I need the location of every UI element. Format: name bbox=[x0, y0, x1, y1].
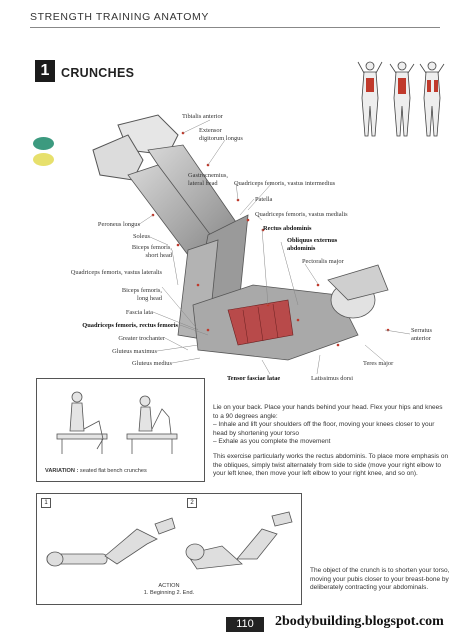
variation-caption: VARIATION : seated flat bench crunches bbox=[45, 468, 147, 475]
crunch-action-illustration bbox=[46, 511, 293, 570]
variation-figure-box: VARIATION : seated flat bench crunches bbox=[36, 378, 205, 482]
label-pectoralis: Pectoralis major bbox=[302, 258, 344, 265]
action-title: ACTION bbox=[158, 583, 180, 589]
label-rectus-abdominis: Rectus abdominis bbox=[263, 225, 312, 232]
label-quad-lateralis: Quadriceps femoris, vastus lateralis bbox=[70, 269, 162, 276]
watermark: 2bodybuilding.blogspot.com bbox=[275, 614, 444, 629]
action-caption: 1. Beginning 2. End. bbox=[143, 590, 195, 596]
variation-caption-text: seated flat bench crunches bbox=[78, 468, 147, 474]
label-obliquus: Obliquus externus abdominis bbox=[287, 237, 338, 252]
label-biceps-short: Biceps femoris, short head bbox=[131, 244, 172, 259]
label-latissimus: Latissimus dorsi bbox=[311, 375, 354, 382]
label-tensor-fasciae: Tensor fasciae latae bbox=[227, 375, 281, 382]
step-1-badge: 1 bbox=[41, 498, 51, 508]
label-fascia-lata: Fascia lata bbox=[125, 309, 153, 316]
variation-caption-bold: VARIATION : bbox=[45, 468, 79, 474]
label-quad-intermedius: Quadriceps femoris, vastus intermedius bbox=[234, 180, 336, 187]
instructions-bullet-2: – Exhale as you complete the movement bbox=[213, 438, 331, 446]
label-gastrocnemius: Gastrocnemius, lateral head bbox=[188, 172, 228, 187]
label-quad-medialis: Quadriceps femoris, vastus medialis bbox=[255, 211, 348, 218]
running-header: STRENGTH TRAINING ANATOMY bbox=[30, 11, 209, 23]
header-rule bbox=[30, 27, 440, 28]
instructions-text: Lie on your back. Place your hands behin… bbox=[213, 404, 449, 479]
action-figure-box: 1 2 ACTION 1. Beginning 2. End. bbox=[36, 493, 302, 605]
seated-bench-crunch-illustration bbox=[56, 391, 178, 454]
label-peroneus: Peroneus longus bbox=[97, 221, 140, 228]
chapter-title: CRUNCHES bbox=[61, 66, 135, 80]
label-teres-major: Teres major bbox=[363, 360, 394, 367]
label-tibialis-anterior: Tibialis anterior bbox=[182, 113, 223, 120]
step-2-badge: 2 bbox=[187, 498, 197, 508]
label-gluteus-maximus: Gluteus maximus bbox=[112, 348, 157, 355]
label-patella: Patella bbox=[255, 196, 273, 203]
instructions-bullet-1: – Inhale and lift your shoulders off the… bbox=[213, 421, 435, 437]
crunch-anatomy-illustration bbox=[92, 114, 390, 361]
label-extensor-digitorum: Extensor digitorum longus bbox=[199, 127, 243, 142]
emphasis-paragraph: This exercise particularly works the rec… bbox=[213, 452, 449, 478]
objective-paragraph: The object of the crunch is to shorten y… bbox=[310, 567, 450, 592]
green-marker-icon bbox=[33, 137, 54, 150]
label-biceps-long: Biceps femoris, long head bbox=[121, 287, 162, 302]
chapter-number: 1 bbox=[35, 60, 55, 82]
instructions-paragraph: Lie on your back. Place your hands behin… bbox=[213, 404, 443, 420]
label-serratus: Serratus anterior bbox=[411, 327, 432, 342]
yellow-marker-icon bbox=[33, 153, 54, 166]
label-soleus: Soleus bbox=[132, 233, 150, 240]
label-quad-rectus: Quadriceps femoris, rectus femoris bbox=[82, 322, 178, 329]
label-greater-trochanter: Greater trochanter bbox=[118, 335, 165, 342]
muscle-thumbnail-figures bbox=[357, 61, 445, 137]
page-number: 110 bbox=[226, 617, 264, 632]
label-gluteus-medius: Gluteus medius bbox=[132, 360, 172, 367]
